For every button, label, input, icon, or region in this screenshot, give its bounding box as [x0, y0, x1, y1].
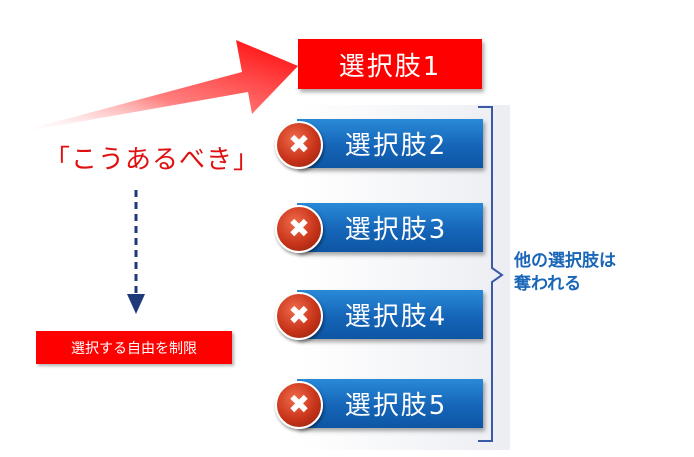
close-icon: ✖: [275, 381, 323, 429]
dashed-arrow-head: [127, 294, 145, 314]
choice-3-label: 選択肢3: [344, 215, 448, 245]
limit-box: 選択する自由を制限: [36, 331, 232, 364]
note-text: 他の選択肢は 奪われる: [514, 250, 684, 296]
choice-4-box: 選択肢4: [297, 290, 483, 339]
choice-2-box: 選択肢2: [297, 119, 483, 168]
note-line-1: 他の選択肢は: [514, 251, 616, 271]
choice-1-label: 選択肢1: [338, 51, 442, 82]
bracket: [478, 106, 504, 442]
choice-5-label: 選択肢5: [344, 391, 448, 421]
close-icon: ✖: [275, 121, 323, 169]
choice-3-box: 選択肢3: [297, 203, 483, 252]
close-icon: ✖: [275, 205, 323, 253]
limit-label: 選択する自由を制限: [71, 340, 197, 357]
note-line-2: 奪われる: [514, 274, 582, 294]
choice-5-box: 選択肢5: [297, 379, 483, 428]
big-red-arrow: [10, 40, 298, 134]
must-label: 「こうあるべき」: [44, 145, 261, 175]
choice-1-box: 選択肢1: [298, 39, 482, 89]
close-icon: ✖: [275, 292, 323, 340]
choice-2-label: 選択肢2: [344, 131, 448, 161]
choice-4-label: 選択肢4: [344, 302, 448, 332]
